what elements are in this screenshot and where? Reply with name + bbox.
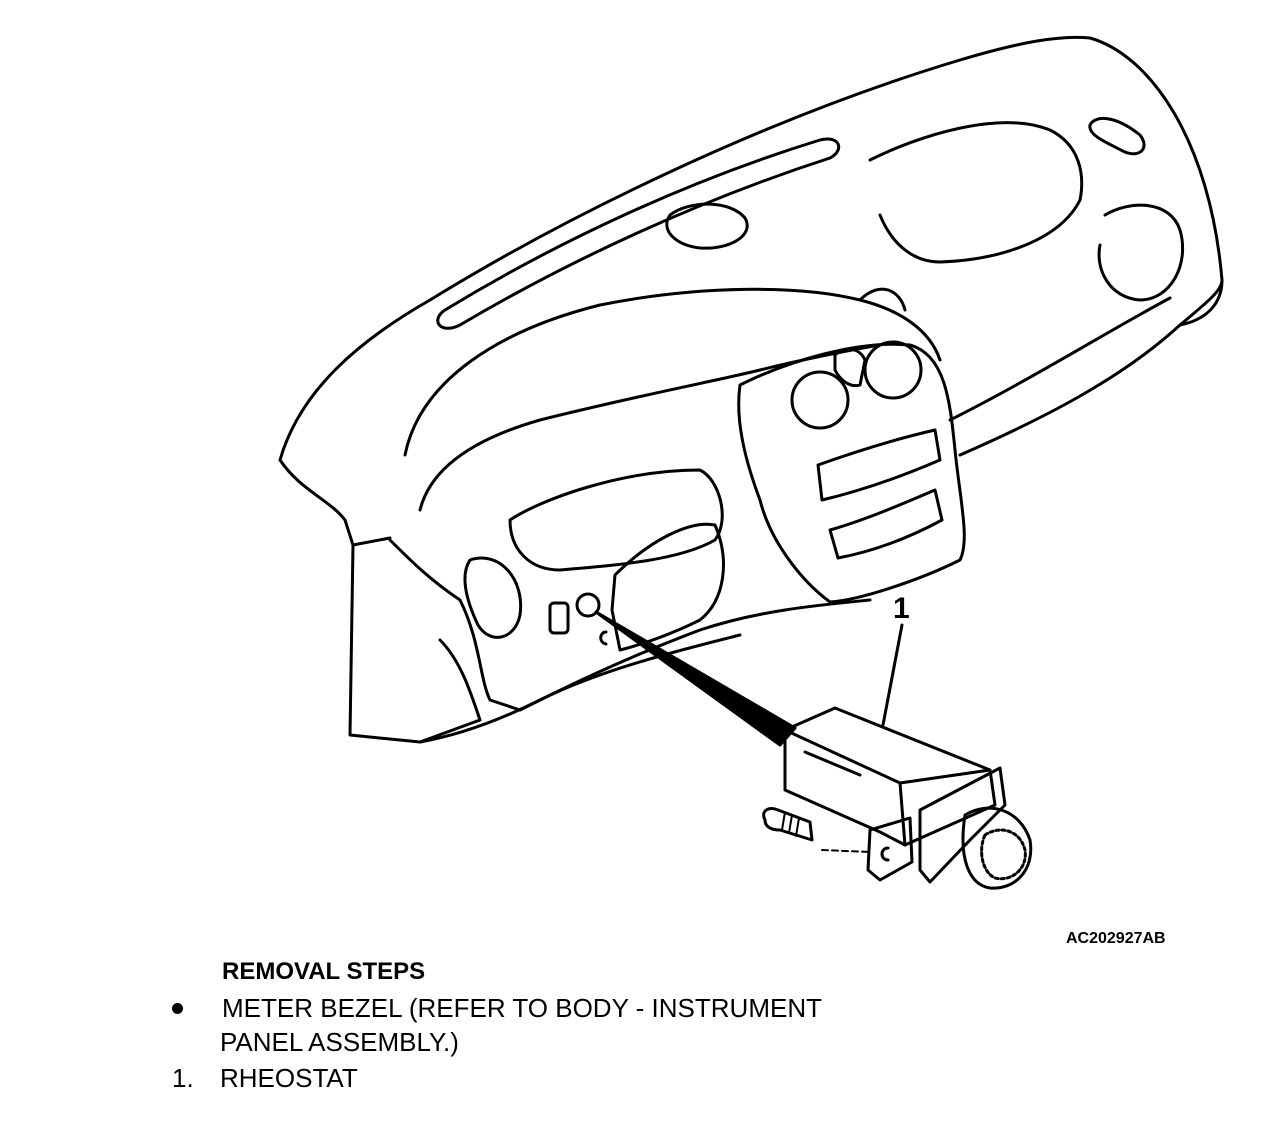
left-side-cover xyxy=(348,543,482,744)
console-vent-right xyxy=(863,340,923,400)
cluster-hood xyxy=(403,287,942,457)
screw-guide-line xyxy=(821,849,871,853)
dashboard-top-outline xyxy=(278,35,1224,462)
rheostat-body-line xyxy=(803,750,862,777)
removal-steps-heading: REMOVAL STEPS xyxy=(222,958,426,985)
step-2-line-1: RHEOSTAT xyxy=(220,1063,358,1093)
rheostat-body-edge xyxy=(783,728,992,847)
dashboard-rear-edge xyxy=(948,296,1172,422)
meter-cluster-opening xyxy=(508,468,724,572)
console-audio-unit xyxy=(816,428,942,502)
figure-id: AC202927AB xyxy=(1066,930,1166,947)
top-right-panel xyxy=(868,121,1084,264)
rheostat-mount-plate xyxy=(918,766,1007,884)
console-lower-unit xyxy=(828,488,944,560)
callout-label: 1 xyxy=(893,592,910,625)
pointer-wedge xyxy=(594,610,797,747)
meter-left-pod xyxy=(463,556,523,639)
center-vent-oval xyxy=(665,202,749,250)
screw xyxy=(762,806,814,842)
dashboard-front-edge xyxy=(278,458,392,547)
lower-dash-panel xyxy=(388,538,872,712)
socket-clip xyxy=(599,630,608,646)
step-1-line-1: METER BEZEL (REFER TO BODY - INSTRUMENT xyxy=(222,993,822,1023)
rheostat-knob xyxy=(961,806,1033,890)
dashboard-rheostat-diagram xyxy=(278,35,1224,890)
callout-leader xyxy=(881,623,904,727)
cluster-hood-right xyxy=(858,287,907,312)
knob-face xyxy=(980,828,1027,881)
switch-slot xyxy=(548,601,570,635)
right-corner-lamp xyxy=(1088,116,1146,156)
console-vent-center xyxy=(833,347,867,388)
lower-trim xyxy=(418,633,742,744)
rheostat-socket xyxy=(575,592,601,618)
dashboard-lower-right-edge xyxy=(958,278,1224,457)
console-vent-left xyxy=(790,370,850,430)
center-console xyxy=(737,342,966,604)
step-2-marker: 1. xyxy=(172,1063,194,1093)
screw-threads xyxy=(781,811,800,837)
step-bullet-icon xyxy=(172,1003,183,1014)
flange-clip xyxy=(880,846,890,862)
step-1-line-2: PANEL ASSEMBLY.) xyxy=(220,1027,459,1057)
rheostat-flange xyxy=(866,816,914,882)
defroster-slot xyxy=(436,137,841,330)
right-vent xyxy=(1097,203,1185,302)
rheostat-body xyxy=(783,706,997,847)
